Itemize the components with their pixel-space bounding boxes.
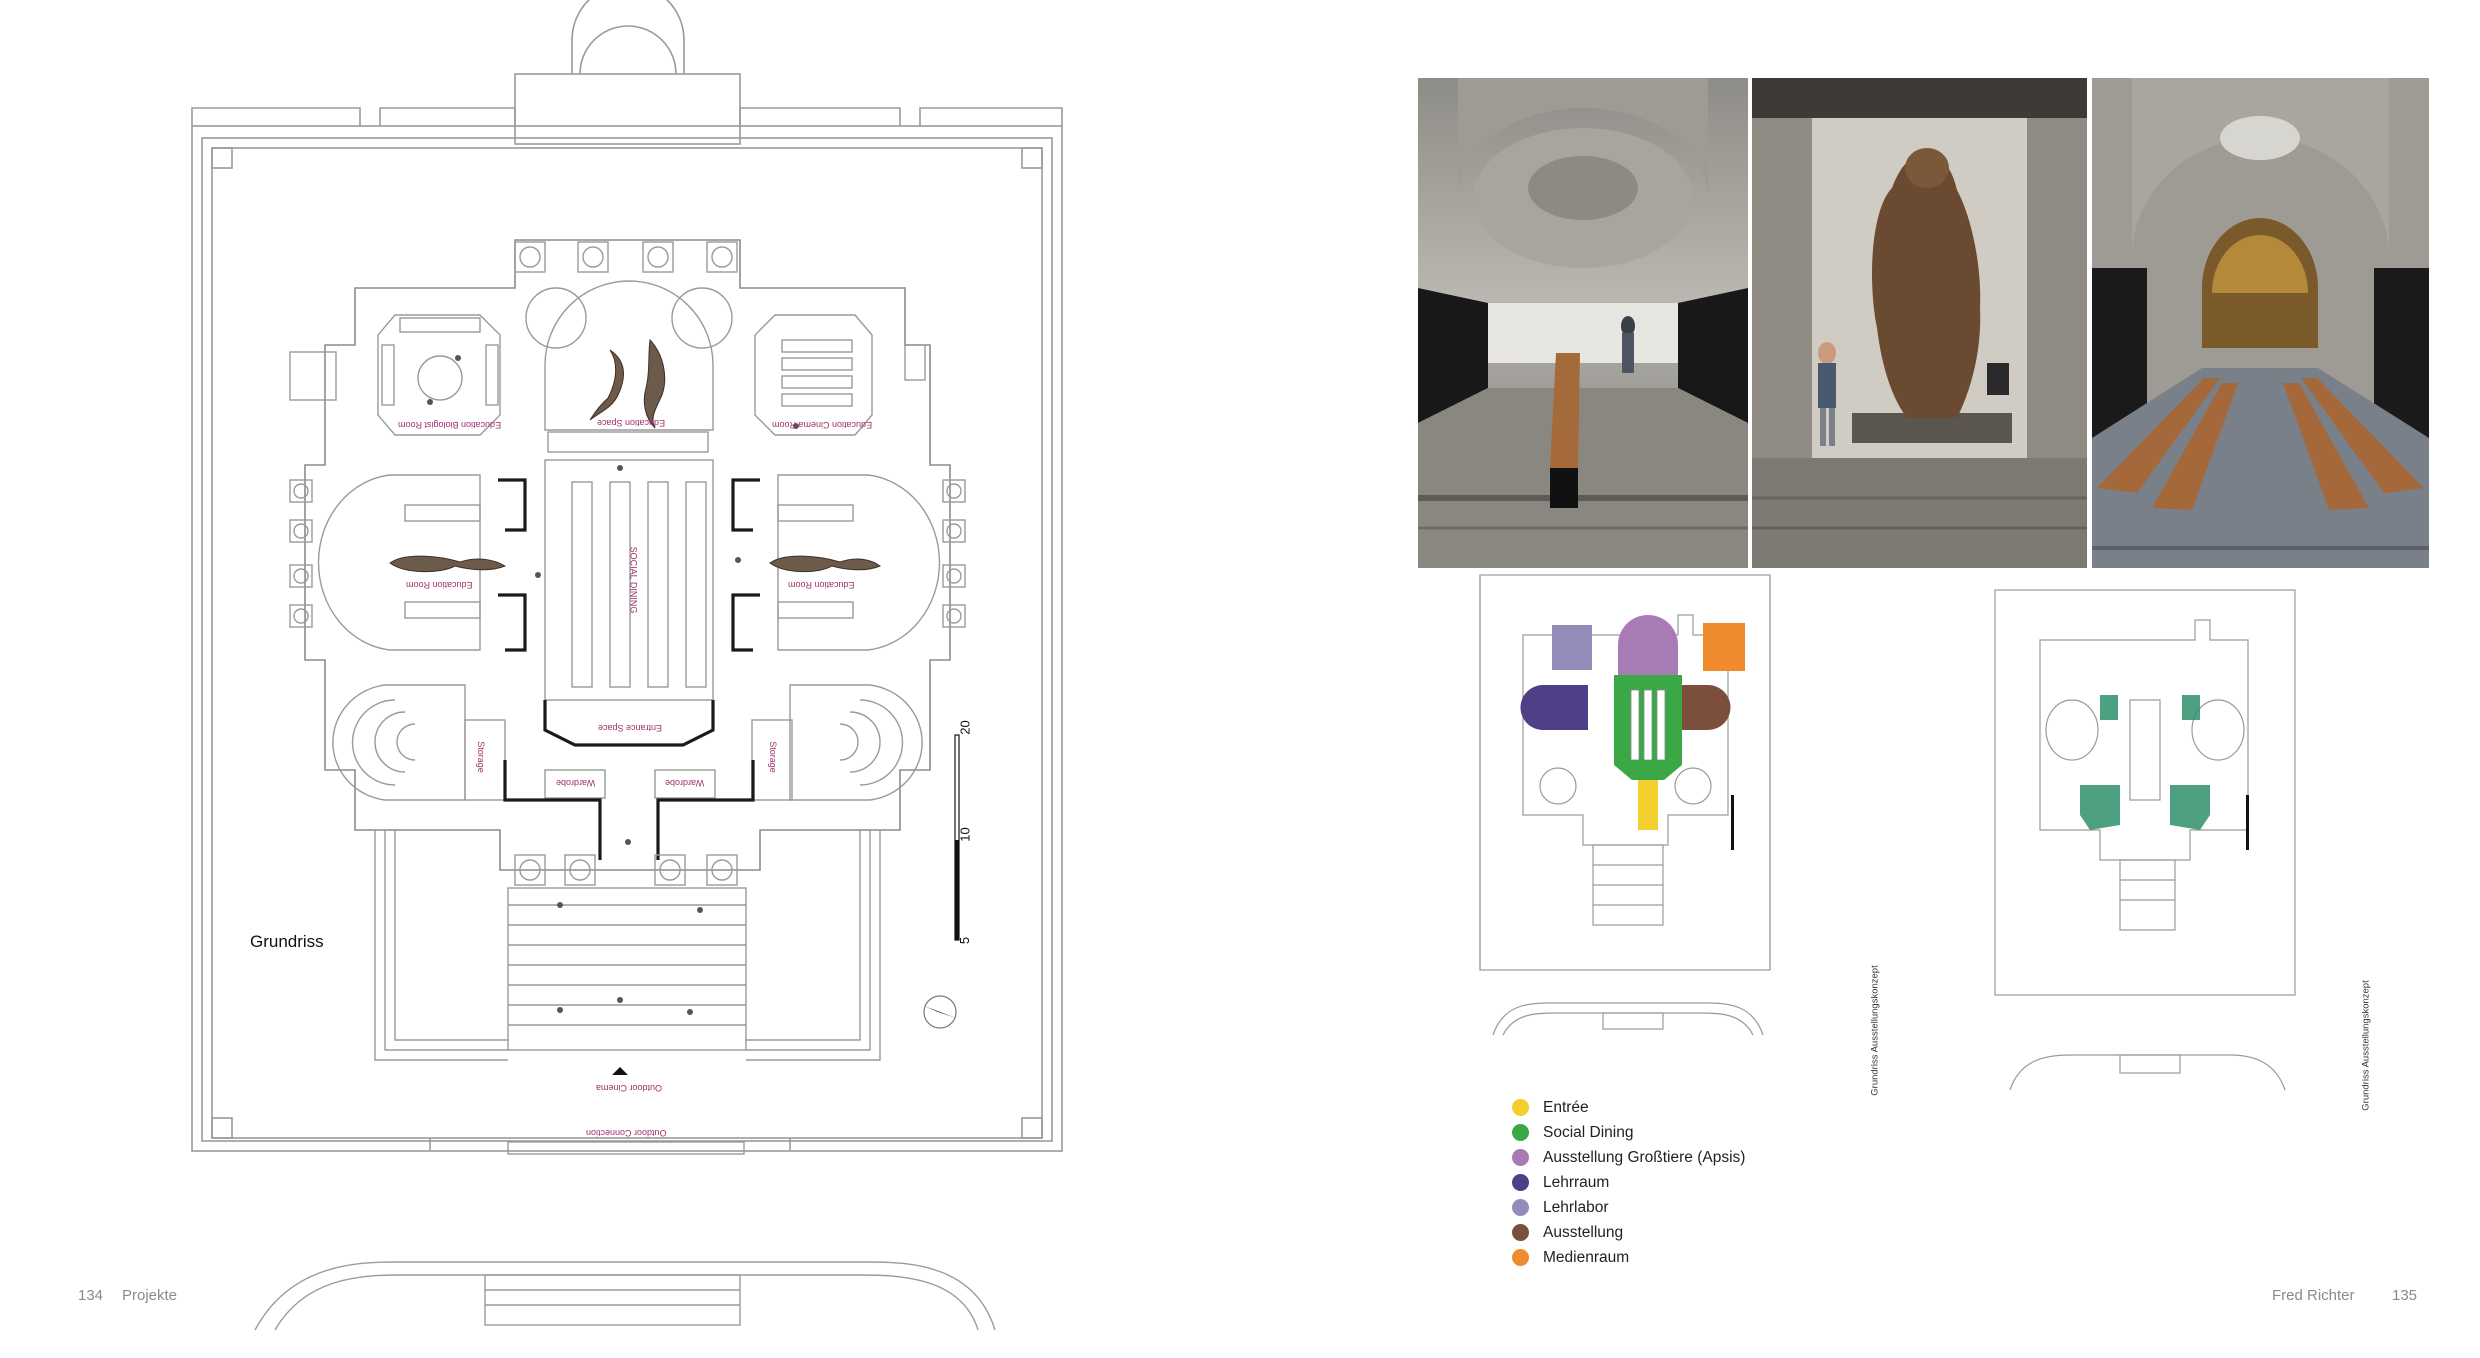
left-section-name: Projekte [122,1287,178,1304]
legend-label: Ausstellung [1543,1223,1624,1241]
concept-plan-colored [1479,574,1771,1036]
legend-dot [1512,1124,1529,1141]
legend-label: Lehrraum [1543,1173,1610,1191]
label-wardrobe-right: Wardrobe [665,778,705,788]
legend-label: Entrée [1543,1098,1589,1116]
photo-rotunda-bench [1418,78,1748,568]
label-education-room-right: Education Room [788,580,855,590]
concept-plan-outline [1994,589,2296,1091]
author-name: Fred Richter [2272,1287,2355,1304]
right-page-number: 135 [2392,1287,2418,1304]
legend-item-medienraum: Medienraum [1512,1245,1745,1270]
label-education-cinema: Education Cinema Room [772,420,873,430]
legend-label: Medienraum [1543,1248,1630,1266]
legend-label: Ausstellung Großtiere (Apsis) [1543,1148,1746,1166]
label-social-dining: SOCIAL DINING [628,546,639,614]
legend-item-ausstellung: Ausstellung [1512,1220,1745,1245]
label-outdoor-connection: Outdoor Connection [586,1128,667,1138]
legend-item-ausstellung-grosstiere: Ausstellung Großtiere (Apsis) [1512,1145,1745,1170]
label-education-biologist: Education Biologist Room [398,420,502,430]
legend-item-lehrlabor: Lehrlabor [1512,1195,1745,1220]
legend-dot [1512,1174,1529,1191]
legend-item-entree: Entrée [1512,1095,1745,1120]
legend-dot [1512,1199,1529,1216]
legend-dot [1512,1224,1529,1241]
legend-label: Social Dining [1543,1123,1634,1141]
scale-label-10: 10 [957,827,973,842]
scale-label-20: 20 [957,720,973,735]
legend-dot [1512,1099,1529,1116]
label-outdoor-cinema: Outdoor Cinema [596,1083,663,1093]
photo-dining-hall [2092,78,2429,568]
plan-title: Grundriss [250,932,324,951]
label-education-room-left: Education Room [406,580,473,590]
label-education-space: Education Space [597,418,666,428]
legend-dot [1512,1249,1529,1266]
left-page-number: 134 [78,1287,104,1304]
color-legend: Entrée Social Dining Ausstellung Großtie… [1512,1095,1745,1270]
legend-label: Lehrlabor [1543,1198,1609,1216]
concept-caption-middle: Grundriss Ausstellungskonzept [1869,965,1881,1096]
label-storage-right: Storage [767,741,778,773]
label-storage-left: Storage [475,741,486,773]
scale-label-5: 5 [957,936,973,945]
legend-item-social-dining: Social Dining [1512,1120,1745,1145]
photo-bear-exhibit [1752,78,2087,568]
label-wardrobe-left: Wardrobe [556,778,596,788]
concept-caption-right: Grundriss Ausstellungskonzept [2360,980,2372,1111]
label-entrance-space: Entrance Space [598,723,663,733]
legend-dot [1512,1149,1529,1166]
legend-item-lehrraum: Lehrraum [1512,1170,1745,1195]
